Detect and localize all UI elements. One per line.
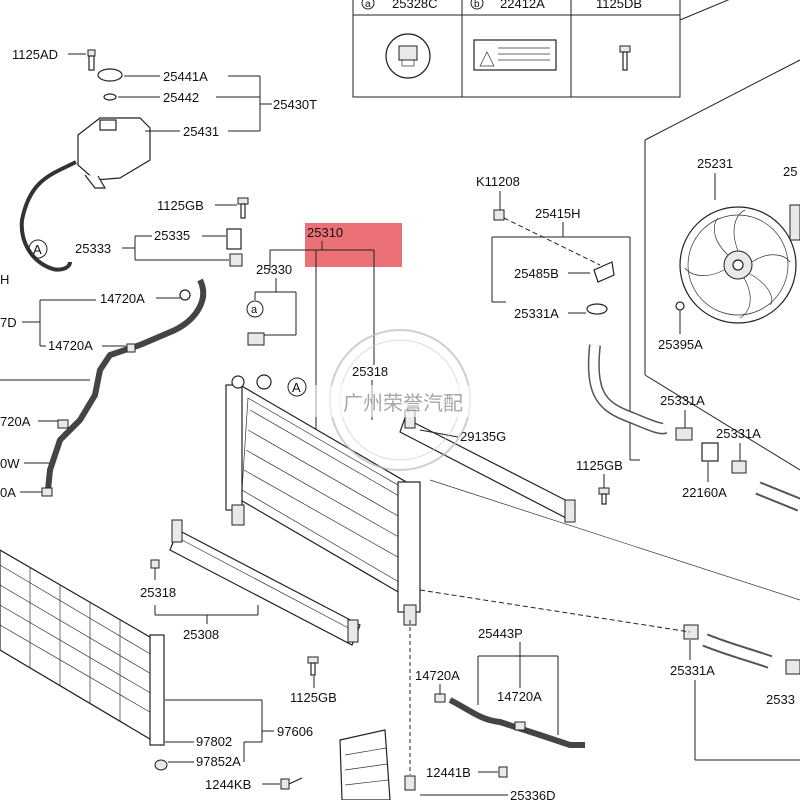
label-7d: 7D (0, 315, 17, 330)
label-22160a: 22160A (682, 485, 727, 500)
label-0w: 0W (0, 456, 20, 471)
label-25318-bot: 25318 (140, 585, 176, 600)
label-25335: 25335 (154, 228, 190, 243)
label-97802: 97802 (196, 734, 232, 749)
label-25441a: 25441A (163, 69, 208, 84)
label-25336d: 25336D (510, 788, 556, 800)
label-25331a-3: 25331A (716, 426, 761, 441)
label-29135g: 29135G (460, 429, 506, 444)
label-25310: 25310 (307, 225, 343, 240)
intercooler-25308 (169, 519, 361, 646)
label-25318-top: 25318 (352, 364, 388, 379)
label-25395a: 25395A (658, 337, 703, 352)
label-14720a-1: 14720A (100, 291, 145, 306)
legend-part-25328c: 25328C (392, 0, 438, 11)
lower-shroud-fragment (339, 729, 391, 800)
reservoir-leaders (68, 53, 272, 132)
lower-left-hose (41, 278, 207, 497)
label-1125gb-mid: 1125GB (576, 458, 623, 473)
callout-small-a-text: a (251, 304, 258, 316)
label-25331a-2: 25331A (660, 393, 705, 408)
label-25330: 25330 (256, 262, 292, 277)
label-k11208: K11208 (476, 174, 520, 189)
legend-table: a 25328C b 22412A 1125DB (352, 0, 681, 98)
label-14720a-3: 14720A (415, 668, 460, 683)
label-14720a-4: 14720A (497, 689, 542, 704)
label-25442: 25442 (163, 90, 199, 105)
legend-marker-a: a (365, 0, 371, 10)
reservoir-assembly (19, 49, 151, 272)
label-25331a-4: 25331A (670, 663, 715, 678)
warning-label-icon (473, 39, 557, 71)
cap-decal-icon (385, 33, 431, 79)
label-25430t: 25430T (273, 97, 317, 112)
label-1125ad: 1125AD (12, 47, 58, 62)
bolt-icon (619, 45, 631, 71)
label-25308: 25308 (183, 627, 219, 642)
fan-shroud-panel (644, 0, 800, 471)
label-25331a-1: 25331A (514, 306, 559, 321)
legend-part-22412a: 22412A (500, 0, 545, 11)
radiator-core (225, 374, 421, 626)
label-25443p: 25443P (478, 626, 523, 641)
label-97606: 97606 (277, 724, 313, 739)
label-25231: 25231 (697, 156, 733, 171)
callout-a-center-text: A (292, 380, 301, 395)
label-97852a: 97852A (196, 754, 241, 769)
callout-small-a (246, 300, 264, 318)
upper-bracket-29135g (399, 409, 576, 523)
label-25-fragment: 25 (783, 164, 797, 179)
drain-plug (247, 332, 265, 346)
label-12441b: 12441B (426, 765, 471, 780)
label-h: H (0, 272, 9, 287)
lower-right-hose (683, 624, 800, 675)
label-720a: 720A (0, 414, 31, 429)
label-1125gb-bot: 1125GB (290, 690, 337, 705)
label-25415h: 25415H (535, 206, 581, 221)
upper-hose-25415h (586, 261, 800, 512)
fan-25231 (679, 204, 800, 324)
label-25485b: 25485B (514, 266, 559, 281)
label-25431: 25431 (183, 124, 219, 139)
callout-a-left (28, 239, 48, 259)
label-2533-fragment: 2533 (766, 692, 795, 707)
label-14720a-2: 14720A (48, 338, 93, 353)
callout-a-center (287, 377, 307, 397)
highlight-25310 (305, 223, 402, 267)
label-0a: 0A (0, 485, 16, 500)
heater-hose (434, 693, 585, 748)
label-1244kb: 1244KB (205, 777, 251, 792)
legend-part-1125db: 1125DB (596, 0, 642, 11)
label-25333: 25333 (75, 241, 111, 256)
label-1125gb-top: 1125GB (157, 198, 204, 213)
mount-bracket (226, 197, 249, 267)
watermark: 广州荣誉汽配 (308, 329, 492, 471)
watermark-text: 广州荣誉汽配 (343, 392, 463, 415)
legend-marker-b: b (474, 0, 480, 10)
callout-a-left-text: A (33, 242, 42, 257)
condenser (0, 549, 168, 771)
